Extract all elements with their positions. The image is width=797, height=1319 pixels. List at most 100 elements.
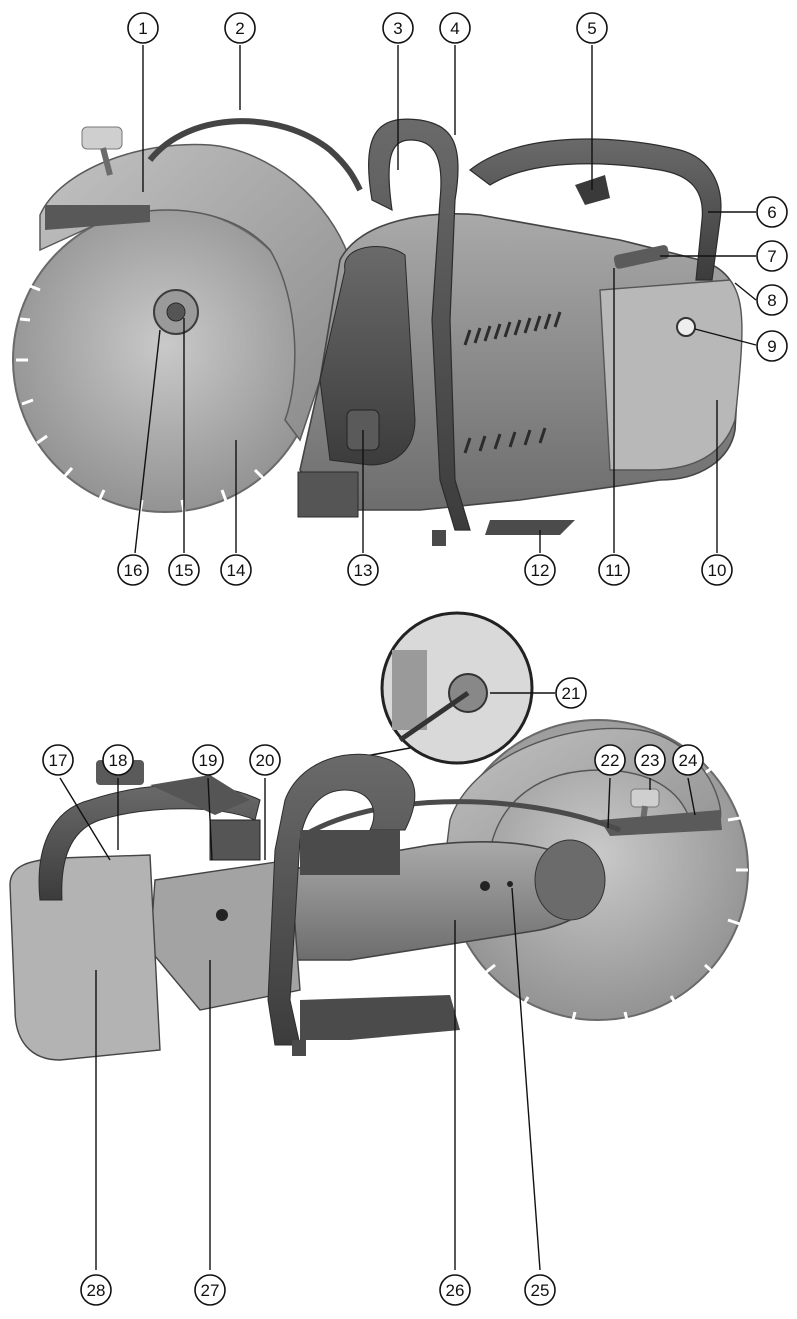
callout-ring-8 [756, 284, 788, 316]
callout-label-5: 5 [587, 19, 596, 38]
callout-label-23: 23 [641, 751, 660, 770]
callout-label-18: 18 [109, 751, 128, 770]
callout-label-3: 3 [393, 19, 402, 38]
callout-label-17: 17 [49, 751, 68, 770]
bottom-view-machine [9, 611, 749, 1061]
top-view-machine [12, 118, 743, 546]
belt-arm-hole [480, 881, 490, 891]
callout-label-20: 20 [256, 751, 275, 770]
callout-ring-28 [80, 1274, 112, 1306]
callout-label-22: 22 [601, 751, 620, 770]
callout-label-6: 6 [767, 203, 776, 222]
callout-label-9: 9 [767, 337, 776, 356]
guard-rim [45, 205, 150, 230]
engine-top [300, 830, 400, 875]
callout-ring-23 [634, 744, 666, 776]
base-foot-stud [432, 530, 446, 546]
callout-ring-14 [220, 554, 252, 586]
base-stud-rear [292, 1040, 306, 1056]
blade-segment-gaps [16, 284, 265, 513]
callout-ring-15 [168, 554, 200, 586]
callout-ring-11 [598, 554, 630, 586]
callouts-top: 1 2 3 4 5 6 7 8 9 10 [117, 12, 788, 586]
callout-ring-5 [576, 12, 608, 44]
rear-handle-rear [38, 784, 261, 901]
callout-label-8: 8 [767, 291, 776, 310]
callout-ring-24 [672, 744, 704, 776]
callout-label-7: 7 [767, 247, 776, 266]
inset-lever [398, 690, 470, 743]
leader-22 [607, 777, 611, 829]
callout-label-24: 24 [679, 751, 698, 770]
callout-ring-17 [42, 744, 74, 776]
callout-ring-16 [117, 554, 149, 586]
starter-housing [319, 246, 416, 466]
callouts-bottom: 17 18 19 20 21 22 23 24 25 26 [42, 677, 704, 1306]
base-left [297, 471, 359, 518]
callout-ring-1 [127, 12, 159, 44]
fuel-valve-block [209, 819, 261, 861]
air-filter-cover [599, 279, 743, 471]
rear-handle [469, 138, 722, 281]
leader-16 [134, 329, 161, 554]
callout-ring-27 [194, 1274, 226, 1306]
callout-ring-2 [224, 12, 256, 44]
callout-label-2: 2 [235, 19, 244, 38]
callout-label-28: 28 [87, 1281, 106, 1300]
callout-label-15: 15 [175, 561, 194, 580]
callout-label-26: 26 [446, 1281, 465, 1300]
callout-label-11: 11 [605, 561, 623, 580]
support-foot [485, 520, 575, 535]
leader-19 [207, 777, 213, 861]
leader-9 [694, 328, 757, 346]
guard-handle-rear [630, 788, 660, 808]
leader-25 [511, 887, 541, 1271]
callout-label-14: 14 [227, 561, 246, 580]
base-rear [300, 995, 460, 1040]
callout-label-21: 21 [562, 684, 581, 703]
callout-label-19: 19 [199, 751, 218, 770]
front-handle-rear [267, 753, 416, 1046]
callout-ring-26 [439, 1274, 471, 1306]
leader-24 [687, 777, 696, 816]
callout-ring-18 [102, 744, 134, 776]
callout-ring-3 [382, 12, 414, 44]
callout-ring-21 [555, 677, 587, 709]
guard-handle [81, 126, 123, 150]
spindle-hub-rear [534, 839, 606, 921]
guard-handle-stem [100, 147, 113, 176]
inset-bracket [392, 650, 427, 730]
callout-ring-25 [524, 1274, 556, 1306]
water-hose-rear [288, 799, 621, 847]
spindle-bolt [166, 302, 186, 322]
air-filter-cover-rear [9, 854, 161, 1061]
callout-label-10: 10 [708, 561, 727, 580]
choke-control [676, 317, 696, 337]
cooling-vents [463, 311, 562, 454]
callout-ring-20 [249, 744, 281, 776]
callout-label-1: 1 [138, 19, 147, 38]
callout-label-25: 25 [531, 1281, 550, 1300]
callout-ring-6 [756, 196, 788, 228]
callout-label-12: 12 [531, 561, 550, 580]
front-handle [368, 118, 471, 531]
callout-ring-4 [439, 12, 471, 44]
callout-ring-7 [756, 240, 788, 272]
callout-ring-13 [347, 554, 379, 586]
callout-label-4: 4 [450, 19, 459, 38]
callout-ring-19 [192, 744, 224, 776]
callout-ring-10 [701, 554, 733, 586]
callout-label-13: 13 [354, 561, 373, 580]
callout-ring-9 [756, 330, 788, 362]
engine-cover-screw [216, 909, 228, 921]
callout-label-27: 27 [201, 1281, 220, 1300]
water-hose [147, 118, 363, 192]
leader-8 [734, 282, 757, 301]
callout-ring-22 [594, 744, 626, 776]
throttle-trigger [613, 245, 670, 269]
guard-rim-rear [600, 810, 722, 836]
leader-17 [59, 777, 111, 861]
callout-label-16: 16 [124, 561, 143, 580]
rear-handle-top [150, 775, 250, 815]
